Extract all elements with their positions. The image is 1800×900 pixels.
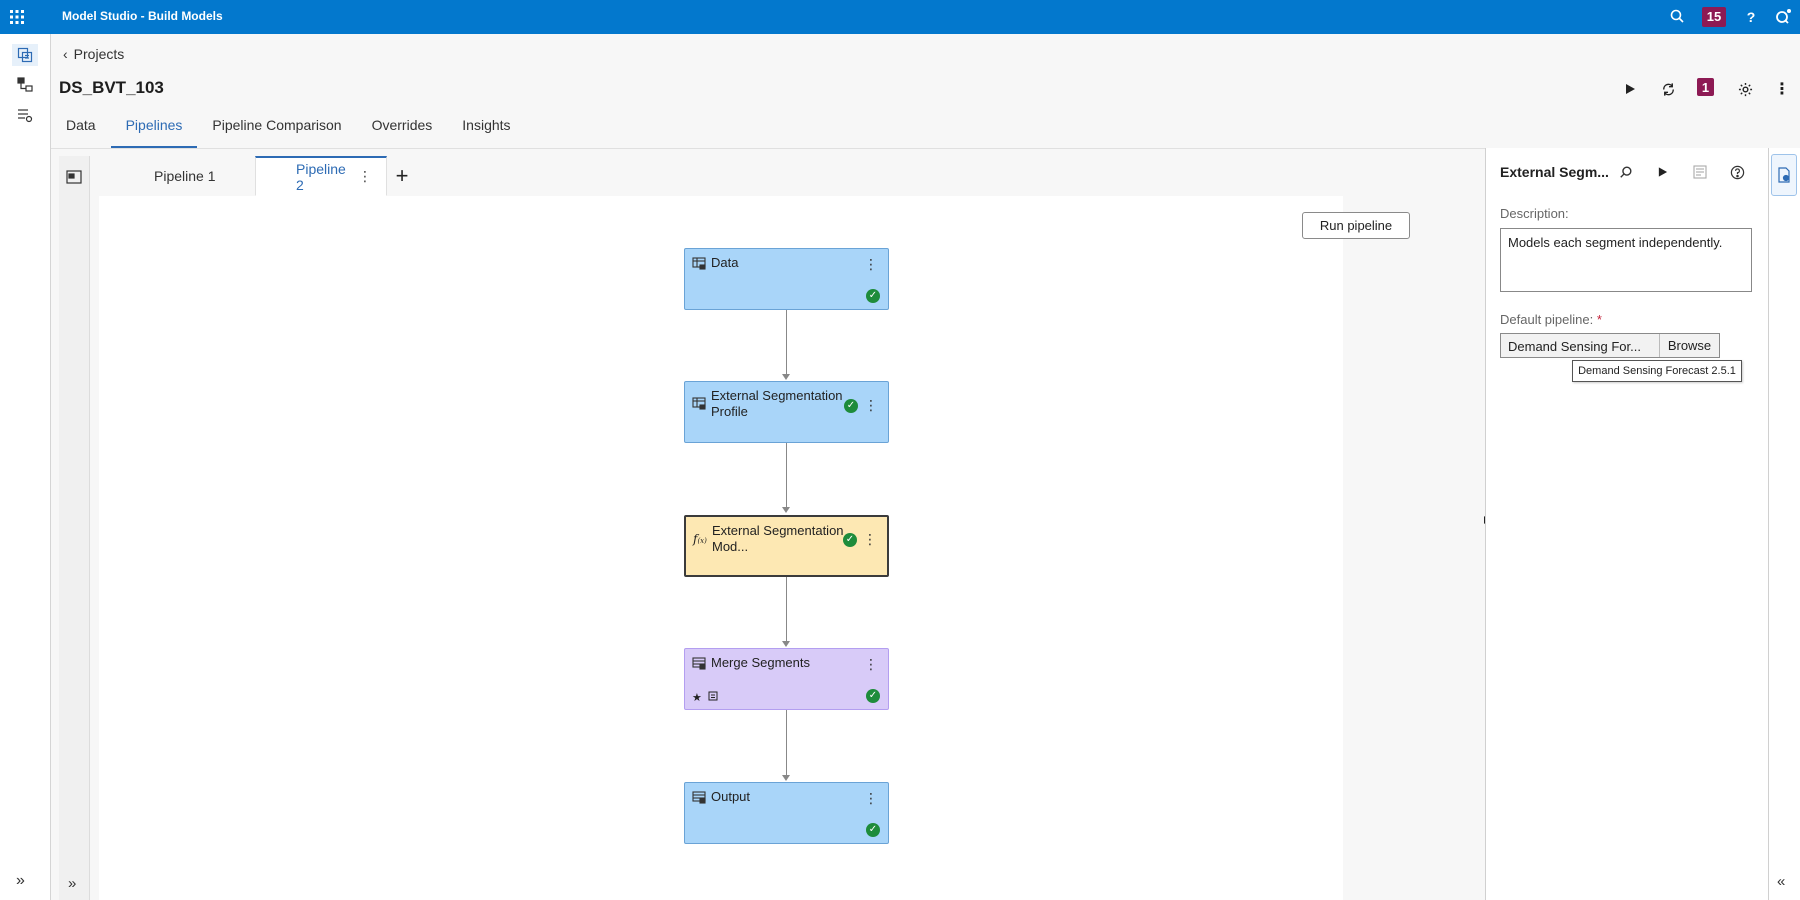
user-icon[interactable] xyxy=(1774,8,1792,26)
notification-badge[interactable]: 15 xyxy=(1702,7,1726,27)
connector xyxy=(786,310,787,374)
pipeline-tab-2-label: Pipeline 2 xyxy=(296,160,346,193)
expand-sidebar-icon[interactable]: » xyxy=(68,875,77,892)
node-merge-segments[interactable]: Merge Segments ⋮ ★ ✓ xyxy=(684,648,889,710)
connector-arrow xyxy=(782,641,790,647)
connector-arrow xyxy=(782,507,790,513)
projects-link-label: Projects xyxy=(73,46,125,62)
results-icon[interactable] xyxy=(1690,162,1710,182)
right-strip: « xyxy=(1768,148,1800,900)
node-label: Output xyxy=(711,789,751,804)
properties-panel: External Segm... Description: Models eac… xyxy=(1485,148,1768,900)
pipeline-tab-2[interactable]: Pipeline 2 ⋮ xyxy=(255,156,387,196)
node-extra-icons: ★ xyxy=(692,691,718,704)
app-title: Model Studio - Build Models xyxy=(62,9,223,23)
dataset-icon xyxy=(692,397,706,410)
pipeline-tooltip: Demand Sensing Forecast 2.5.1 xyxy=(1572,360,1742,382)
star-icon: ★ xyxy=(692,692,702,704)
node-output[interactable]: Output ⋮ ✓ xyxy=(684,782,889,844)
table-icon xyxy=(692,657,706,670)
search-icon[interactable] xyxy=(1616,162,1636,182)
tab-insights[interactable]: Insights xyxy=(462,117,511,133)
node-label: Data xyxy=(711,255,739,270)
node-menu-icon[interactable]: ⋮ xyxy=(863,531,877,547)
left-navigation: » xyxy=(0,34,51,900)
settings-nav-icon[interactable] xyxy=(12,104,38,126)
run-pipeline-button[interactable]: Run pipeline xyxy=(1302,212,1410,239)
success-check-icon: ✓ xyxy=(866,823,880,837)
projects-nav-icon[interactable] xyxy=(12,44,38,66)
description-textarea[interactable]: Models each segment independently. xyxy=(1500,228,1752,292)
connector xyxy=(786,443,787,507)
run-node-icon[interactable] xyxy=(1652,162,1672,182)
chevron-left-icon: ‹ xyxy=(63,46,68,62)
tab-pipelines[interactable]: Pipelines xyxy=(110,114,198,148)
pipeline-tab-1[interactable]: Pipeline 1 xyxy=(145,156,255,196)
search-icon[interactable] xyxy=(1668,8,1686,26)
project-tabs: Data Pipelines Pipeline Comparison Overr… xyxy=(51,114,526,148)
pipelines-nav-icon[interactable] xyxy=(12,74,38,96)
connector xyxy=(786,576,787,641)
help-icon[interactable]: ? xyxy=(1746,9,1756,25)
pipeline-tab-1-label: Pipeline 1 xyxy=(154,168,216,184)
browse-button[interactable]: Browse xyxy=(1659,334,1719,357)
node-menu-icon[interactable]: ⋮ xyxy=(864,656,878,672)
node-library-icon[interactable] xyxy=(66,170,82,184)
run-count-badge[interactable]: 1 xyxy=(1697,78,1714,96)
node-menu-icon[interactable]: ⋮ xyxy=(864,790,878,806)
success-check-icon: ✓ xyxy=(843,533,857,547)
success-check-icon: ✓ xyxy=(866,689,880,703)
tab-data[interactable]: Data xyxy=(66,117,96,133)
top-banner: Model Studio - Build Models 15 ? xyxy=(0,0,1800,34)
function-icon: f(x) xyxy=(693,532,707,546)
default-pipeline-value[interactable]: Demand Sensing For... xyxy=(1501,334,1659,357)
node-label: External Segmentation Mod... xyxy=(712,523,844,554)
run-icon[interactable] xyxy=(1619,78,1641,100)
add-pipeline-button[interactable]: + xyxy=(395,163,409,188)
description-label: Description: xyxy=(1500,206,1569,221)
dataset-icon xyxy=(692,257,706,270)
pipeline-tabs: Pipeline 1 Pipeline 2 ⋮ + xyxy=(91,156,417,196)
success-check-icon: ✓ xyxy=(844,399,858,413)
node-menu-icon[interactable]: ⋮ xyxy=(864,397,878,413)
tab-pipeline-comparison[interactable]: Pipeline Comparison xyxy=(212,117,342,133)
success-check-icon: ✓ xyxy=(866,289,880,303)
projects-back-link[interactable]: ‹ Projects xyxy=(63,46,124,62)
node-external-segmentation-model[interactable]: f(x) External Segmentation Mod... ✓ ⋮ xyxy=(684,515,889,577)
tabs-divider xyxy=(51,148,1800,149)
connector-arrow xyxy=(782,775,790,781)
default-pipeline-label-text: Default pipeline: xyxy=(1500,312,1594,327)
node-data[interactable]: Data ⋮ ✓ xyxy=(684,248,889,310)
node-label: Merge Segments xyxy=(711,655,810,670)
properties-title: External Segm... xyxy=(1500,164,1609,180)
node-external-segmentation-profile[interactable]: External Segmentation Profile ✓ ⋮ xyxy=(684,381,889,443)
help-circle-icon[interactable] xyxy=(1727,162,1747,182)
expand-nav-icon[interactable]: » xyxy=(16,872,25,889)
node-properties-icon[interactable] xyxy=(1771,154,1797,196)
node-label: External Segmentation Profile xyxy=(711,388,843,419)
default-pipeline-label: Default pipeline: * xyxy=(1500,312,1602,327)
nodes-sidebar: » xyxy=(59,156,90,900)
tab-overrides[interactable]: Overrides xyxy=(371,117,433,133)
app-switcher-icon[interactable] xyxy=(8,8,26,26)
connector-arrow xyxy=(782,374,790,380)
required-marker: * xyxy=(1596,312,1602,327)
connector xyxy=(786,710,787,775)
pipeline-tab-menu-icon[interactable]: ⋮ xyxy=(358,168,372,184)
default-pipeline-field: Demand Sensing For... Browse xyxy=(1500,333,1720,358)
collapse-panel-icon[interactable]: « xyxy=(1777,873,1786,890)
model-icon xyxy=(708,691,718,704)
more-options-icon[interactable]: ⋮ xyxy=(1774,81,1790,98)
table-icon xyxy=(692,791,706,804)
node-menu-icon[interactable]: ⋮ xyxy=(864,256,878,272)
gear-icon[interactable] xyxy=(1734,78,1756,100)
refresh-icon[interactable] xyxy=(1657,78,1679,100)
page-title: DS_BVT_103 xyxy=(59,78,164,97)
